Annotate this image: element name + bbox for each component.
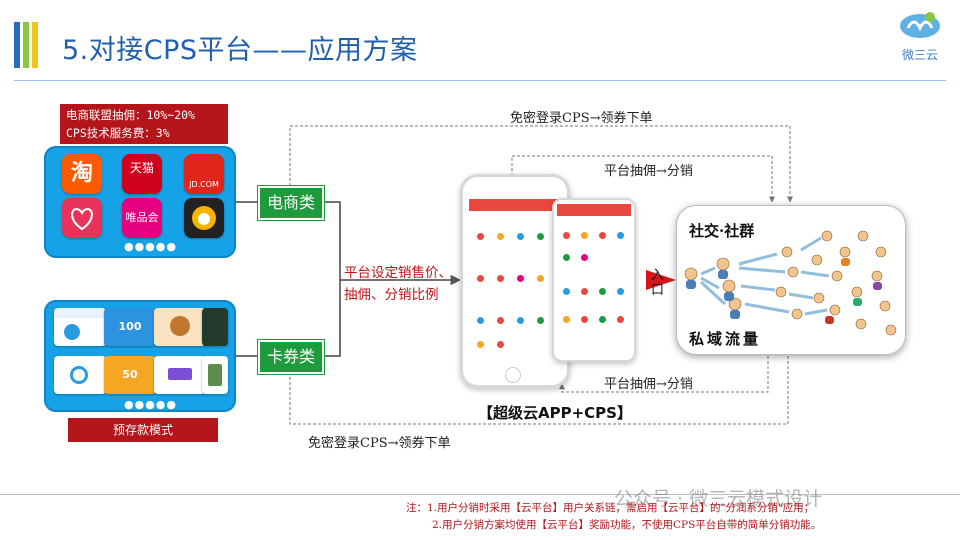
more-dots-icon: ●●●●●	[124, 240, 177, 253]
prestore-mode-label: 预存款模式	[68, 418, 218, 442]
ecommerce-apps-panel: 淘 天猫 JD.COM 唯品会 ●●●●●	[44, 146, 236, 258]
ecommerce-category-button[interactable]: 电商类	[258, 186, 324, 220]
coupon-cards-panel: 100 50 ●●●●●	[44, 300, 236, 412]
coupon-card-50: 50	[104, 356, 156, 394]
vipshop-app-icon: 唯品会	[122, 198, 162, 238]
app-cps-label: 【超级云APP+CPS】	[478, 404, 632, 422]
coupon-category-button[interactable]: 卡券类	[258, 340, 324, 374]
flow-label-bottom-outer: 免密登录CPS→领券下单	[308, 436, 451, 451]
footer-divider	[0, 494, 960, 495]
people-network-icon	[684, 230, 897, 336]
note-line: 抽佣、分销比例	[344, 287, 439, 303]
coupon-card	[202, 308, 228, 346]
footnote-2: 2.用户分销方案均使用【云平台】奖励功能，不使用CPS平台自带的简单分销功能。	[432, 519, 822, 531]
jd-label: JD.COM	[189, 180, 219, 189]
jd-app-icon: JD.COM	[184, 154, 224, 194]
social-title: 社交·社群	[689, 222, 755, 240]
more-dots-icon: ●●●●●	[124, 398, 177, 411]
pinduoduo-app-icon	[62, 198, 102, 238]
watermark: 公众号 · 微三云模式设计	[614, 488, 823, 510]
brand-logo: 微三云	[888, 8, 952, 64]
flow-label-top-outer: 免密登录CPS→领券下单	[510, 111, 653, 126]
app-screen	[557, 204, 631, 354]
app-screen	[469, 199, 561, 361]
rate-line: 电商联盟抽佣：10%~20%	[66, 108, 195, 122]
coupon-card	[202, 356, 228, 394]
title-accent-bars	[14, 22, 44, 68]
coupon-card-100: 100	[104, 308, 156, 346]
phone-mockup-left	[460, 174, 570, 388]
tmall-label: 天猫	[129, 161, 154, 175]
social-community-panel: 社交·社群 私域流量	[676, 205, 906, 355]
coupon-card	[54, 356, 106, 394]
commission-rates-box: 电商联盟抽佣：10%~20% CPS技术服务费：3%	[60, 104, 228, 144]
private-traffic-label: 私域流量	[689, 330, 762, 348]
note-line: 平台设定销售价、	[344, 265, 452, 281]
tmall-app-icon: 天猫	[122, 154, 162, 194]
page-title: 5.对接CPS平台——应用方案	[62, 35, 418, 66]
cloud-logo-icon	[900, 12, 940, 38]
flow-label-top-inner: 平台抽佣→分销	[604, 164, 693, 179]
phone-mockup-right	[552, 198, 636, 362]
taobao-app-icon: 淘	[62, 154, 102, 194]
flow-label-bottom-inner: 平台抽佣→分销	[604, 377, 693, 392]
coupon-card	[154, 308, 206, 346]
platform-pricing-note: 平台设定销售价、 抽佣、分销比例	[344, 262, 452, 306]
footnote-1: 注：1.用户分销时采用【云平台】用户关系链，需启用【云平台】的"分润系分销"应用…	[406, 502, 815, 514]
coupon-card	[54, 308, 106, 346]
suning-app-icon	[184, 198, 224, 238]
coupon-card	[154, 356, 206, 394]
title-divider	[14, 80, 946, 81]
rate-line: CPS技术服务费：3%	[66, 126, 170, 140]
entry-label: 入口	[651, 268, 665, 298]
logo-text: 微三云	[901, 48, 938, 62]
